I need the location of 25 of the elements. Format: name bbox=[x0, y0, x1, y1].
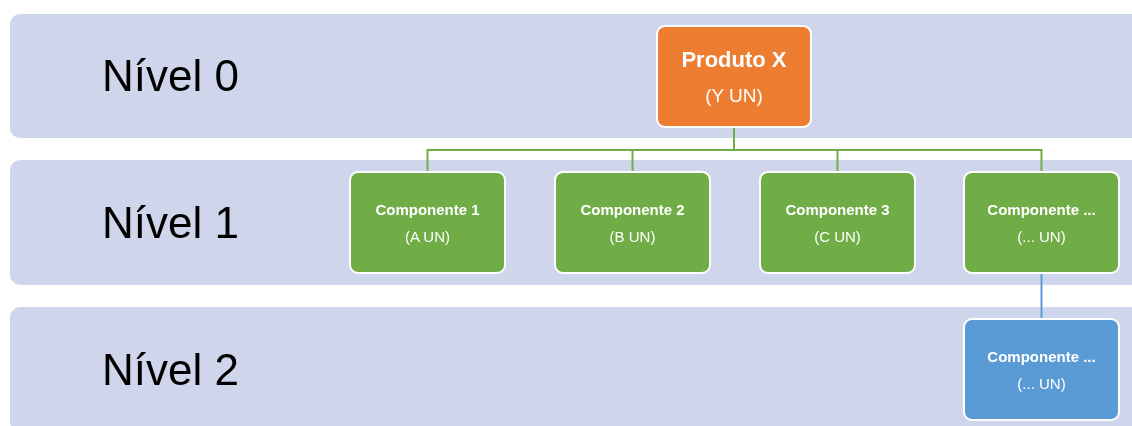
level-label: Nível 0 bbox=[102, 51, 239, 101]
quantity-label: (B UN) bbox=[609, 227, 656, 245]
component-box bbox=[656, 25, 812, 128]
component-box bbox=[963, 318, 1120, 421]
component-name: Componente ... bbox=[987, 347, 1096, 365]
level-label: Nível 1 bbox=[102, 197, 239, 248]
quantity-label: (... UN) bbox=[1017, 227, 1066, 245]
component-name: Componente 3 bbox=[785, 200, 890, 218]
component-box bbox=[759, 171, 916, 274]
level-band bbox=[10, 307, 1132, 426]
connector-line bbox=[1040, 273, 1043, 319]
component-box bbox=[349, 171, 506, 274]
quantity-label: (C UN) bbox=[814, 227, 861, 245]
level-label: Nível 2 bbox=[102, 344, 239, 395]
component-box bbox=[554, 171, 711, 274]
component-box bbox=[963, 171, 1120, 274]
component-name: Componente ... bbox=[987, 200, 1096, 218]
component-name: Componente 2 bbox=[580, 200, 685, 218]
quantity-label: (Y UN) bbox=[705, 84, 763, 107]
level-band bbox=[10, 160, 1132, 285]
component-name: Produto X bbox=[681, 46, 787, 73]
quantity-label: (... UN) bbox=[1017, 374, 1066, 392]
component-name: Componente 1 bbox=[375, 200, 480, 218]
level-band bbox=[10, 14, 1132, 138]
quantity-label: (A UN) bbox=[405, 227, 450, 245]
